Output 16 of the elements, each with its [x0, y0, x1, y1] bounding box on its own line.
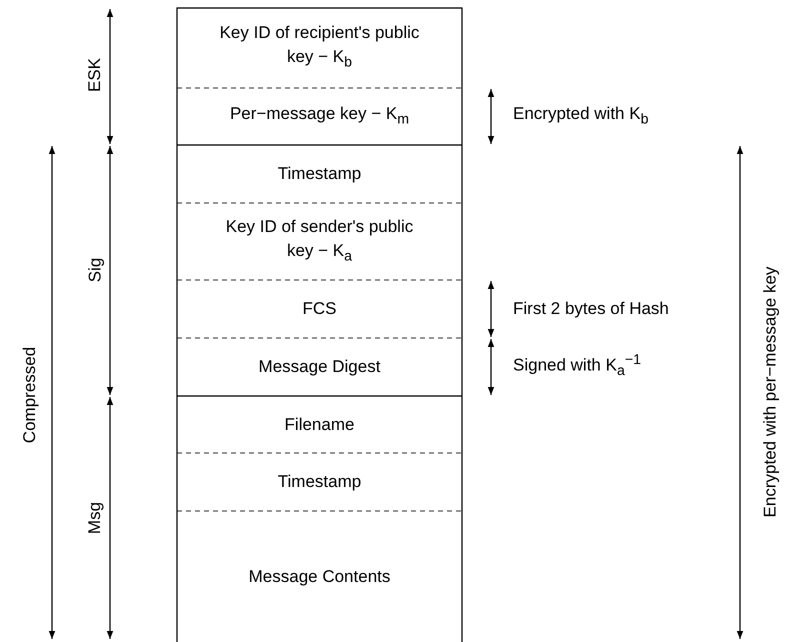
- field-name: Message Digest: [258, 356, 382, 378]
- field-name: Message Contents: [248, 566, 392, 588]
- section-label: Compressed: [19, 346, 40, 444]
- section-label: ESK: [84, 58, 106, 92]
- section-label: Msg: [84, 502, 106, 534]
- annotation-text: First 2 bytes of Hash: [513, 298, 669, 320]
- field-name: Timestamp: [276, 471, 362, 493]
- annotation-text: Encrypted with per−message key: [758, 266, 780, 518]
- field-name: Timestamp: [276, 163, 362, 185]
- annotation-text: Encrypted with K$_{b}$: [513, 102, 648, 129]
- section-label: Sig: [84, 258, 105, 282]
- field-name: Per−message key − K$_{m}$: [228, 102, 410, 130]
- field-name: Key ID of sender's public key − K$_{a}$: [224, 216, 414, 266]
- field-name: Filename: [284, 414, 356, 436]
- field-name: Key ID of recipient's public key − K$_{b}$: [220, 22, 420, 73]
- field-name: FCS: [302, 298, 338, 320]
